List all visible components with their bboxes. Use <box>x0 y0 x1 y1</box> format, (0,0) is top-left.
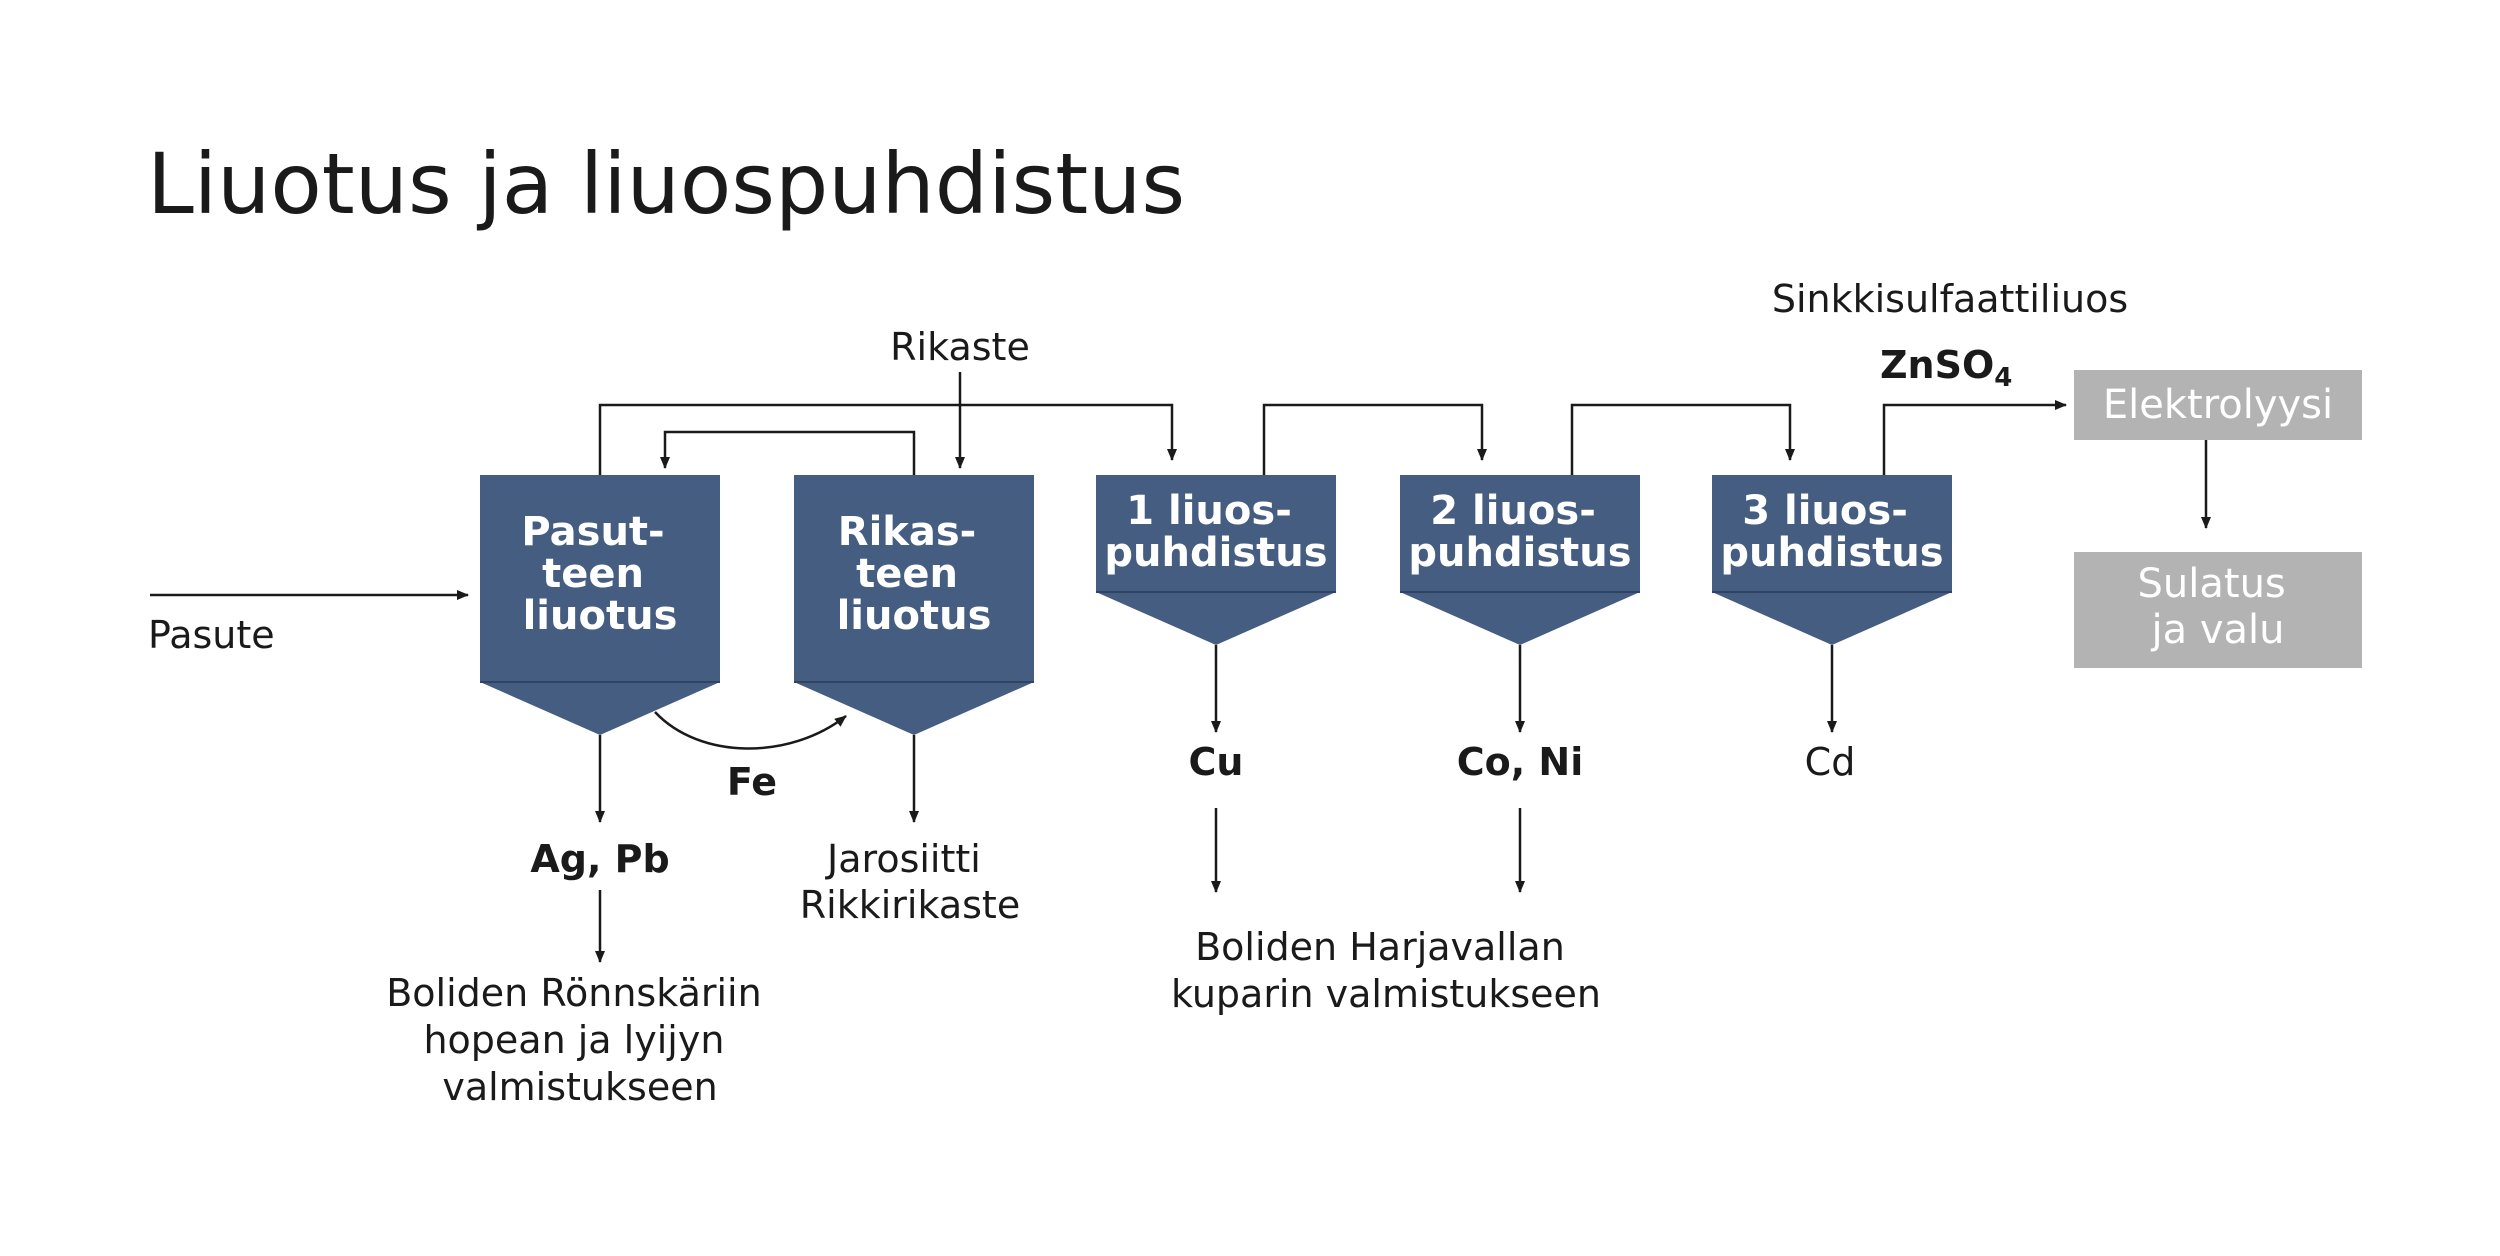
sinkkisulfaatti-label: Sinkkisulfaattiliuos <box>1772 277 2128 321</box>
tank5-line-1: 3 liuos- <box>1742 488 1908 534</box>
ronnskar-line-3: valmistukseen <box>442 1065 717 1109</box>
tank1-line-1: Pasut- <box>521 509 664 555</box>
jarosiitti-label: Jarosiitti Rikkirikaste <box>800 837 1020 927</box>
tank-1-liuospuhdistus: 1 liuos- puhdistus <box>1096 475 1336 645</box>
rikaste-to-pasute-line <box>660 430 916 475</box>
tank4-line-1: 2 liuos- <box>1430 488 1596 534</box>
tank-pasutteen-liuotus: Pasut- teen liuotus <box>480 475 720 735</box>
harjavalta-label: Boliden Harjavallan kuparin valmistuksee… <box>1171 925 1601 1016</box>
jarosiitti-line-2: Rikkirikaste <box>800 883 1020 927</box>
tank1-line-2: teen <box>542 551 644 597</box>
purif2-to-purif3-line <box>1570 403 1795 475</box>
tank2-line-3: liuotus <box>837 593 992 639</box>
tank-2-liuospuhdistus: 2 liuos- puhdistus <box>1400 475 1640 645</box>
purif3-to-elektrolyysi-line <box>1882 400 2067 475</box>
tank2-line-1: Rikas- <box>838 509 977 555</box>
znso4-subscript: 4 <box>1994 363 2012 393</box>
sulatus-label: Sulatus ja valu <box>2138 561 2299 653</box>
ag-pb-label: Ag, Pb <box>530 837 669 881</box>
pasute-label: Pasute <box>148 613 275 657</box>
ronnskar-line-1: Boliden Rönnskäriin <box>386 971 761 1015</box>
sulatus-line-2: ja valu <box>2151 607 2285 653</box>
tank-rikasteen-liuotus: Rikas- teen liuotus <box>794 475 1034 735</box>
tank5-label: 3 liuos- puhdistus <box>1720 488 1943 576</box>
rikaste-label: Rikaste <box>890 325 1030 369</box>
tank2-line-2: teen <box>856 551 958 597</box>
cu-label: Cu <box>1189 740 1244 784</box>
tank3-line-1: 1 liuos- <box>1126 488 1292 534</box>
harjavalta-line-2: kuparin valmistukseen <box>1171 972 1601 1016</box>
tank4-line-2: puhdistus <box>1408 530 1631 576</box>
page-title: Liuotus ja liuospuhdistus <box>147 135 1185 233</box>
tank3-line-2: puhdistus <box>1104 530 1327 576</box>
harjavalta-line-1: Boliden Harjavallan <box>1195 925 1565 969</box>
tank3-label: 1 liuos- puhdistus <box>1104 488 1327 576</box>
ronnskar-label: Boliden Rönnskäriin hopean ja lyijyn val… <box>386 971 774 1109</box>
ronnskar-line-2: hopean ja lyijyn <box>423 1018 724 1062</box>
fe-label: Fe <box>727 760 777 804</box>
sulatus-box: Sulatus ja valu <box>2074 552 2362 668</box>
co-ni-label: Co, Ni <box>1457 740 1584 784</box>
tank4-label: 2 liuos- puhdistus <box>1408 488 1631 576</box>
cd-label: Cd <box>1805 740 1856 784</box>
tank1-to-purif1-line <box>598 403 1177 475</box>
tank2-label: Rikas- teen liuotus <box>837 509 992 639</box>
znso4-main: ZnSO <box>1880 343 1994 387</box>
sulatus-line-1: Sulatus <box>2138 561 2286 607</box>
purif1-to-purif2-line <box>1262 403 1487 475</box>
jarosiitti-line-1: Jarosiitti <box>825 837 981 881</box>
znso4-formula: ZnSO4 <box>1880 343 2012 393</box>
tank1-label: Pasut- teen liuotus <box>521 509 678 639</box>
elektrolyysi-box: Elektrolyysi <box>2074 370 2362 440</box>
tank-3-liuospuhdistus: 3 liuos- puhdistus <box>1712 475 1952 645</box>
tank5-line-2: puhdistus <box>1720 530 1943 576</box>
fe-arrow <box>654 711 847 750</box>
elektrolyysi-label: Elektrolyysi <box>2103 382 2333 428</box>
tank1-line-3: liuotus <box>523 593 678 639</box>
